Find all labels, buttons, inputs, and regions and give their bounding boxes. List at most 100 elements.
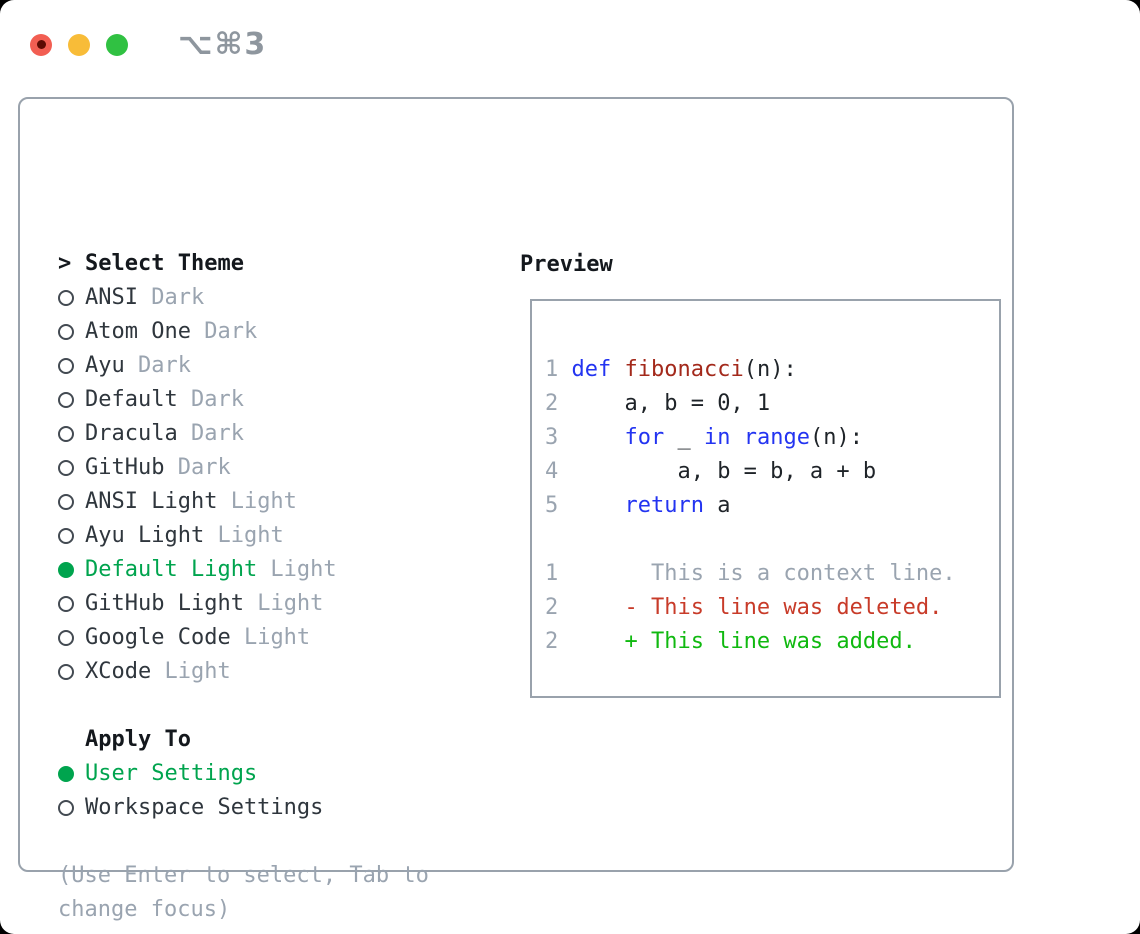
theme-name: XCode	[85, 659, 152, 684]
code-segment: a, b = 0, 1	[558, 391, 771, 416]
radio-marker	[58, 392, 85, 408]
radio-marker	[58, 324, 85, 340]
code-segment: for	[624, 425, 665, 450]
line-number: 5	[545, 493, 559, 518]
line-number: 2	[545, 595, 559, 620]
radio-icon	[58, 290, 74, 306]
hint-line-1: (Use Enter to select, Tab to	[58, 863, 429, 888]
code-segment: _	[664, 425, 704, 450]
code-segment: a	[703, 493, 731, 518]
radio-icon	[58, 392, 74, 408]
code-segment: in	[703, 425, 731, 450]
radio-icon	[58, 358, 74, 374]
diff-line-added: 2 + This line was added.	[545, 625, 999, 659]
diff-line-context: 1 This is a context line.	[545, 557, 999, 591]
radio-marker	[58, 664, 85, 680]
theme-variant: Dark	[164, 455, 231, 480]
code-segment	[558, 421, 624, 455]
theme-name: Ayu Light	[85, 523, 205, 548]
line-number: 2	[545, 391, 559, 416]
hint-line-2: change focus)	[58, 897, 231, 922]
theme-list-title-label: Select Theme	[85, 251, 244, 276]
line-number: 4	[545, 459, 559, 484]
theme-variant: Dark	[177, 421, 244, 446]
theme-variant: Dark	[190, 319, 258, 344]
spacer	[58, 689, 429, 723]
code-segment	[611, 353, 624, 387]
code-segment: a, b = b, a + b	[558, 459, 877, 484]
theme-option-github-light[interactable]: GitHub Light Light	[58, 587, 429, 621]
theme-variant: Light	[257, 557, 337, 582]
code-segment	[558, 489, 624, 523]
theme-variant: Light	[243, 591, 324, 616]
spacer	[58, 825, 429, 859]
line-number: 3	[545, 425, 559, 450]
theme-option-ansi-light[interactable]: ANSI Light Light	[58, 485, 429, 519]
radio-marker	[58, 596, 85, 612]
theme-name: GitHub Light	[85, 591, 244, 616]
theme-option-google-code[interactable]: Google Code Light	[58, 621, 429, 655]
code-segment: This is a context line.	[558, 561, 956, 586]
line-number: 2	[545, 629, 559, 654]
theme-option-atom-one[interactable]: Atom One Dark	[58, 315, 429, 349]
radio-marker	[58, 528, 85, 544]
maximize-button[interactable]	[106, 33, 128, 56]
code-segment: range	[743, 425, 810, 450]
theme-option-ayu[interactable]: Ayu Dark	[58, 349, 429, 383]
close-button[interactable]	[30, 33, 52, 56]
diff-preview: 1 This is a context line.2 - This line w…	[545, 557, 999, 659]
code-segment	[730, 421, 743, 455]
radio-marker	[58, 562, 85, 578]
theme-option-xcode[interactable]: XCode Light	[58, 655, 429, 689]
minimize-button[interactable]	[68, 33, 90, 56]
line-number: 1	[545, 357, 559, 382]
radio-icon	[58, 494, 74, 510]
radio-marker	[58, 494, 85, 510]
close-active-dot-icon	[36, 40, 46, 49]
code-segment: fibonacci	[624, 357, 744, 382]
theme-name: Default Light	[85, 557, 258, 582]
radio-marker	[58, 358, 85, 374]
code-line: 4 a, b = b, a + b	[545, 455, 999, 489]
theme-list-title: > Select Theme	[58, 247, 429, 281]
theme-name: Atom One	[85, 319, 191, 344]
theme-option-default-light[interactable]: Default Light Light	[58, 553, 429, 587]
theme-option-default[interactable]: Default Dark	[58, 383, 429, 417]
radio-marker	[58, 630, 85, 646]
code-segment: + This line was added.	[558, 629, 916, 654]
radio-marker	[58, 800, 85, 816]
theme-variant: Light	[151, 659, 231, 684]
apply-option-user-settings[interactable]: User Settings	[58, 757, 429, 791]
code-segment: (n):	[743, 357, 797, 382]
radio-icon	[58, 426, 74, 442]
code-line: 2 a, b = 0, 1	[545, 387, 999, 421]
radio-selected-icon	[58, 562, 74, 578]
radio-marker	[58, 460, 85, 476]
theme-option-dracula[interactable]: Dracula Dark	[58, 417, 429, 451]
theme-variant: Dark	[137, 285, 205, 310]
radio-marker	[58, 290, 85, 306]
apply-to-title-label: Apply To	[85, 727, 191, 752]
theme-option-ansi[interactable]: ANSI Dark	[58, 281, 429, 315]
theme-name: ANSI Light	[85, 489, 218, 514]
apply-to-title: Apply To	[58, 723, 429, 757]
code-line: 3 for _ in range(n):	[545, 421, 999, 455]
code-line: 5 return a	[545, 489, 999, 523]
radio-marker	[58, 766, 85, 782]
theme-name: ANSI	[85, 285, 138, 310]
theme-option-github[interactable]: GitHub Dark	[58, 451, 429, 485]
code-segment: (n):	[809, 425, 863, 450]
code-line: 1 def fibonacci(n):	[545, 353, 999, 387]
theme-name: Google Code	[85, 625, 231, 650]
spacer	[545, 523, 999, 557]
preview-title: Preview	[520, 251, 613, 277]
prompt-icon: >	[58, 251, 72, 276]
apply-option-workspace-settings[interactable]: Workspace Settings	[58, 791, 429, 825]
theme-option-ayu-light[interactable]: Ayu Light Light	[58, 519, 429, 553]
radio-icon	[58, 528, 74, 544]
